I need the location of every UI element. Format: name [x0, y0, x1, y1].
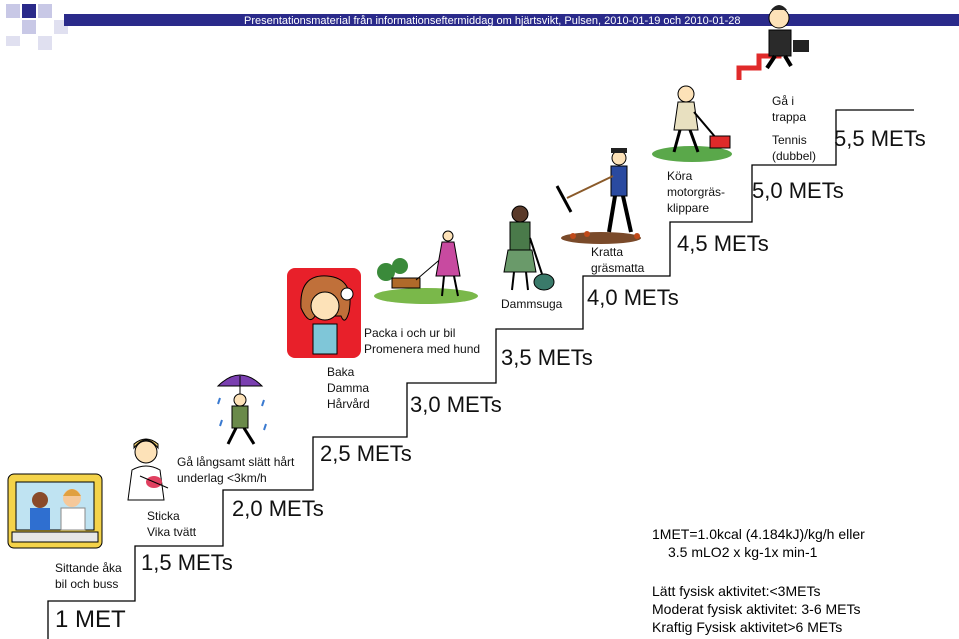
step-activity-9a: Tennis — [772, 133, 807, 147]
step-activity-9b: (dubbel) — [772, 149, 817, 163]
stair-climbing-man-icon — [736, 5, 809, 80]
step-level-2: 1,5 METs — [141, 550, 233, 575]
step-activity-8b: motorgräs- — [667, 185, 726, 199]
step-level-6: 3,5 METs — [501, 345, 593, 370]
step-activity-5b: Promenera med hund — [364, 342, 481, 356]
intensity-moderate: Moderat fysisk aktivitet: 3-6 METs — [652, 601, 861, 617]
intensity-vigorous: Kraftig Fysisk aktivitet>6 METs — [652, 619, 843, 635]
lawnmower-man-icon — [652, 85, 732, 162]
step-activity-1b: bil och buss — [55, 577, 119, 591]
step-activity-2a: Sticka — [147, 509, 180, 523]
vacuuming-woman-icon — [503, 205, 555, 291]
step-level-9: 5,0 METs — [752, 178, 844, 203]
step-activity-4a: Baka — [327, 365, 355, 379]
step-level-7: 4,0 METs — [587, 285, 679, 310]
met-definition-line-1: 1MET=1.0kcal (4.184kJ)/kg/h eller — [652, 526, 865, 542]
intensity-light: Lätt fysisk aktivitet:<3METs — [652, 583, 821, 599]
step-level-1: 1 MET — [55, 606, 126, 633]
bus-passengers-icon — [7, 473, 103, 549]
step-level-8: 4,5 METs — [677, 231, 769, 256]
step-level-5: 3,0 METs — [410, 392, 502, 417]
step-activity-8a: Köra — [667, 169, 693, 183]
hair-combing-woman-icon — [287, 268, 361, 358]
step-activity-7b: gräsmatta — [591, 261, 645, 275]
step-activity-2b: Vika tvätt — [147, 525, 197, 539]
step-activity-10b: trappa — [772, 110, 807, 124]
step-activity-7a: Kratta — [591, 245, 624, 259]
step-activity-8c: klippare — [667, 201, 710, 215]
knitting-person-icon — [127, 438, 169, 501]
step-activity-10a: Gå i — [772, 94, 795, 108]
header-title: Presentationsmaterial från informationse… — [244, 15, 741, 27]
step-activity-6a: Dammsuga — [501, 297, 563, 311]
step-activity-4b: Damma — [327, 381, 370, 395]
step-activity-4c: Hårvård — [327, 397, 370, 411]
met-definition-line-2: 3.5 mLO2 x kg-1x min-1 — [668, 544, 818, 560]
step-level-3: 2,0 METs — [232, 496, 324, 521]
step-activity-1a: Sittande åka — [55, 561, 122, 575]
raking-man-icon — [555, 148, 641, 244]
umbrella-walker-icon — [216, 374, 267, 445]
step-level-10: 5,5 METs — [834, 126, 926, 151]
dog-walker-icon — [374, 230, 478, 304]
step-level-4: 2,5 METs — [320, 441, 412, 466]
step-activity-3b: underlag <3km/h — [177, 471, 267, 485]
step-activity-5a: Packa i och ur bil — [364, 326, 456, 340]
step-activity-3a: Gå långsamt slätt hårt — [177, 455, 295, 469]
